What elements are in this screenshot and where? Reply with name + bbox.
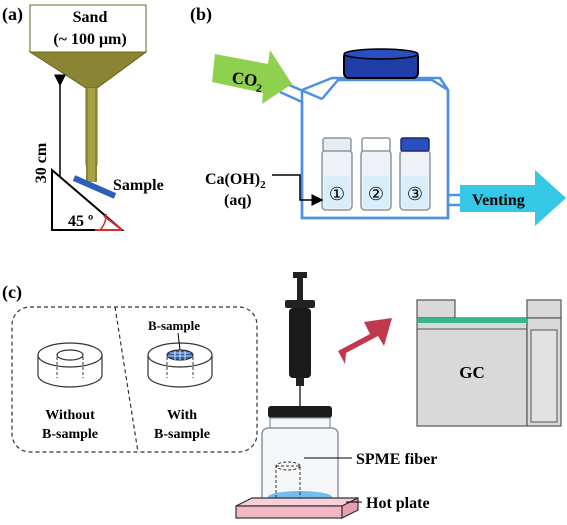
angle-side xyxy=(103,215,123,231)
vial-1-label: ① xyxy=(329,184,345,204)
sand-size-label: (~ 100 μm) xyxy=(53,31,126,48)
panel-a-label: (a) xyxy=(2,4,23,25)
sample-types-box xyxy=(11,306,258,453)
funnel-neck-inner xyxy=(88,88,95,182)
sample-label: Sample xyxy=(113,177,164,194)
vial-3-label: ③ xyxy=(407,184,423,204)
caoh-label: Ca(OH)2 xyxy=(205,171,266,191)
with-label-1: With xyxy=(167,408,197,423)
transfer-arrow xyxy=(338,318,392,364)
ring-without xyxy=(37,342,103,388)
caoh-pointer xyxy=(272,174,324,206)
with-label-2: B-sample xyxy=(154,427,210,442)
vial-1: ① xyxy=(321,137,353,211)
b-sample-pointer xyxy=(177,332,181,351)
headspace-vial xyxy=(261,406,339,507)
vial-2-label: ② xyxy=(368,184,384,204)
without-label-2: B-sample xyxy=(42,427,98,442)
chamber-lid-top xyxy=(343,48,419,60)
ring-with xyxy=(147,342,213,388)
chamber-body xyxy=(300,90,450,220)
without-label-1: Without xyxy=(45,408,95,423)
co2-label: CO2 xyxy=(230,68,264,95)
venting-label: Venting xyxy=(472,192,525,209)
angle-label: 45 º xyxy=(68,213,93,230)
panel-b: (b) CO2 ① ② xyxy=(190,4,566,226)
hotplate-label: Hot plate xyxy=(366,495,430,512)
b-sample-label: B-sample xyxy=(148,318,200,333)
panel-a: (a) Sand (~ 100 μm) 30 cm Sample 45 º xyxy=(2,4,164,232)
chamber-shoulder xyxy=(321,78,449,100)
caoh-aq-label: (aq) xyxy=(224,192,252,209)
sand-label: Sand xyxy=(73,9,108,26)
funnel-cone xyxy=(28,51,148,89)
vial-3: ③ xyxy=(399,137,431,211)
co2-arrow xyxy=(212,50,292,104)
inlet-tube-bottom xyxy=(279,90,303,104)
panel-c: (c) Without B-sample B-sample With B-sam… xyxy=(2,272,562,519)
panel-c-label: (c) xyxy=(2,282,22,303)
gc-instrument: GC xyxy=(416,299,562,427)
sample-plate xyxy=(72,175,117,199)
gc-label: GC xyxy=(459,363,485,382)
hot-plate xyxy=(235,497,359,519)
vial-2: ② xyxy=(360,137,392,211)
gc-column-band xyxy=(417,318,527,323)
sample-types-divider xyxy=(114,306,139,453)
venting-arrow xyxy=(460,170,566,226)
incline-stand xyxy=(51,167,125,231)
panel-b-label: (b) xyxy=(190,4,212,25)
spme-label: SPME fiber xyxy=(356,451,437,468)
height-label: 30 cm xyxy=(33,142,50,183)
